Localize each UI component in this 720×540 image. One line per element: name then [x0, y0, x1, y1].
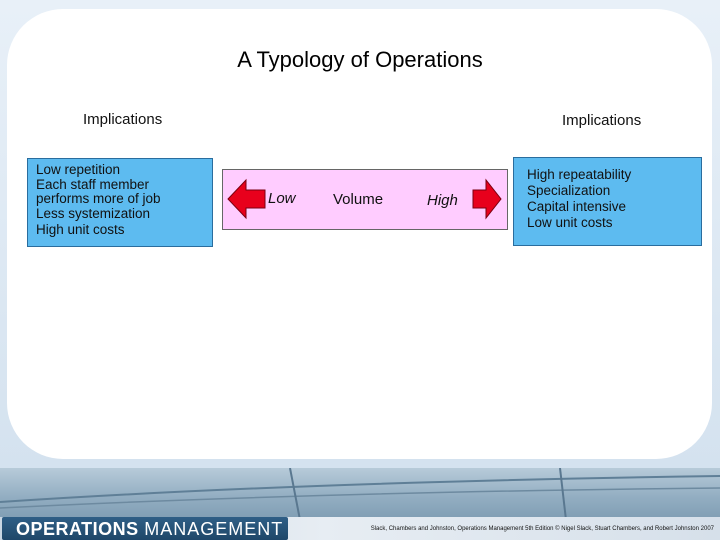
implication-line: Capital intensive [527, 199, 701, 215]
logo-text: OPERATIONS MANAGEMENT [16, 519, 283, 540]
implications-label-right: Implications [562, 112, 641, 129]
volume-label: Volume [333, 191, 383, 208]
volume-low-label: Low [268, 190, 296, 207]
implications-label-left: Implications [83, 111, 162, 128]
implication-line: Less systemization [36, 206, 212, 222]
right-arrow-icon [472, 178, 502, 220]
implication-line: Low repetition [36, 162, 212, 178]
implication-line: High repeatability [527, 167, 701, 183]
implication-line: High unit costs [36, 222, 212, 238]
logo-word-management: MANAGEMENT [144, 519, 283, 539]
implication-line: Each staff member [36, 178, 212, 192]
implication-line: performs more of job [36, 192, 212, 206]
copyright-credit: Slack, Chambers and Johnston, Operations… [371, 526, 714, 532]
low-volume-implications-box: Low repetition Each staff member perform… [27, 158, 213, 247]
left-arrow-icon [227, 178, 267, 220]
logo-word-operations: OPERATIONS [16, 519, 139, 539]
implication-line: Low unit costs [527, 215, 701, 231]
volume-high-label: High [427, 192, 458, 209]
high-volume-implications-box: High repeatability Specialization Capita… [513, 157, 702, 246]
implication-line: Specialization [527, 183, 701, 199]
slide-title: A Typology of Operations [0, 47, 720, 73]
bridge-cable-graphic [0, 468, 720, 520]
